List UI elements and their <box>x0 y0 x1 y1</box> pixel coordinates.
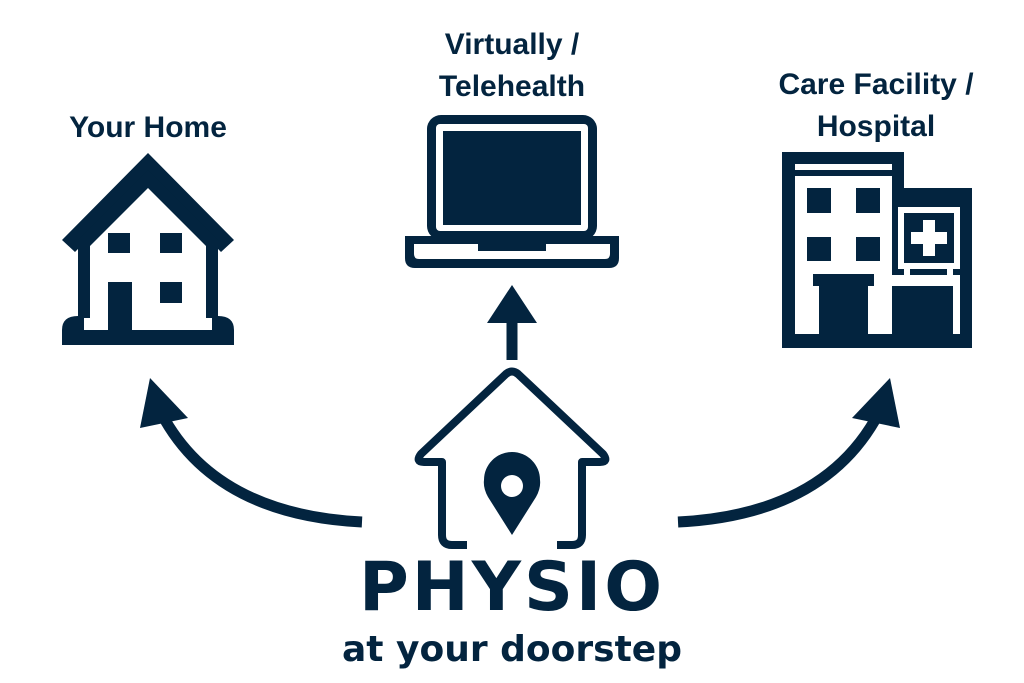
arrowhead-hospital <box>852 378 900 428</box>
label-line: Virtually / <box>444 28 580 61</box>
arrowhead-home <box>140 378 188 428</box>
house-location-pin-icon <box>414 367 610 549</box>
brand-tagline: at your doorstep <box>342 629 682 670</box>
label-line: Your Home <box>69 111 227 144</box>
label-line: Hospital <box>816 110 936 143</box>
laptop-icon <box>405 115 619 268</box>
arrowhead-telehealth <box>487 285 537 323</box>
house-icon <box>62 153 234 345</box>
arrow-to-home <box>160 417 363 528</box>
label-care-facility: Care Facility / Hospital <box>746 64 1006 148</box>
label-line: Telehealth <box>438 70 586 103</box>
arrow-to-hospital <box>677 417 880 528</box>
brand-name: PHYSIO <box>358 548 666 627</box>
hospital-icon <box>782 152 972 348</box>
label-line: Care Facility / <box>778 68 974 101</box>
label-your-home: Your Home <box>38 107 258 149</box>
label-telehealth: Virtually / Telehealth <box>402 24 622 108</box>
